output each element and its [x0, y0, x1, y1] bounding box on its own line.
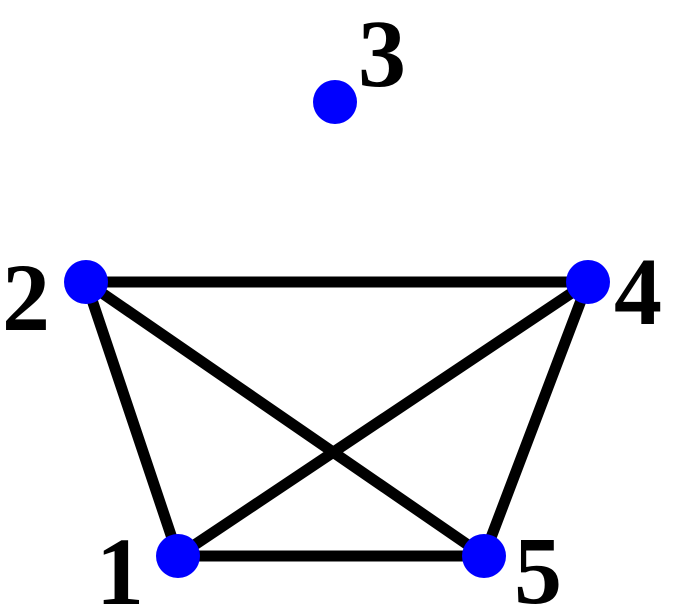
- node-1: [156, 534, 200, 578]
- node-2: [64, 260, 108, 304]
- node-label-5: 5: [514, 517, 562, 615]
- node-label-1: 1: [96, 518, 144, 615]
- edge-2-1: [80, 276, 184, 562]
- edges: [80, 276, 594, 562]
- node-3: [313, 80, 357, 124]
- node-4: [566, 260, 610, 304]
- edge-2-5: [80, 276, 490, 562]
- edge-4-5: [478, 276, 594, 562]
- edge-4-1: [172, 276, 594, 562]
- node-label-3: 3: [358, 0, 406, 107]
- node-label-2: 2: [2, 244, 50, 351]
- nodes: [64, 80, 610, 578]
- node-5: [462, 534, 506, 578]
- node-labels: 1 2 3 4 5: [2, 0, 662, 615]
- node-label-4: 4: [614, 238, 662, 345]
